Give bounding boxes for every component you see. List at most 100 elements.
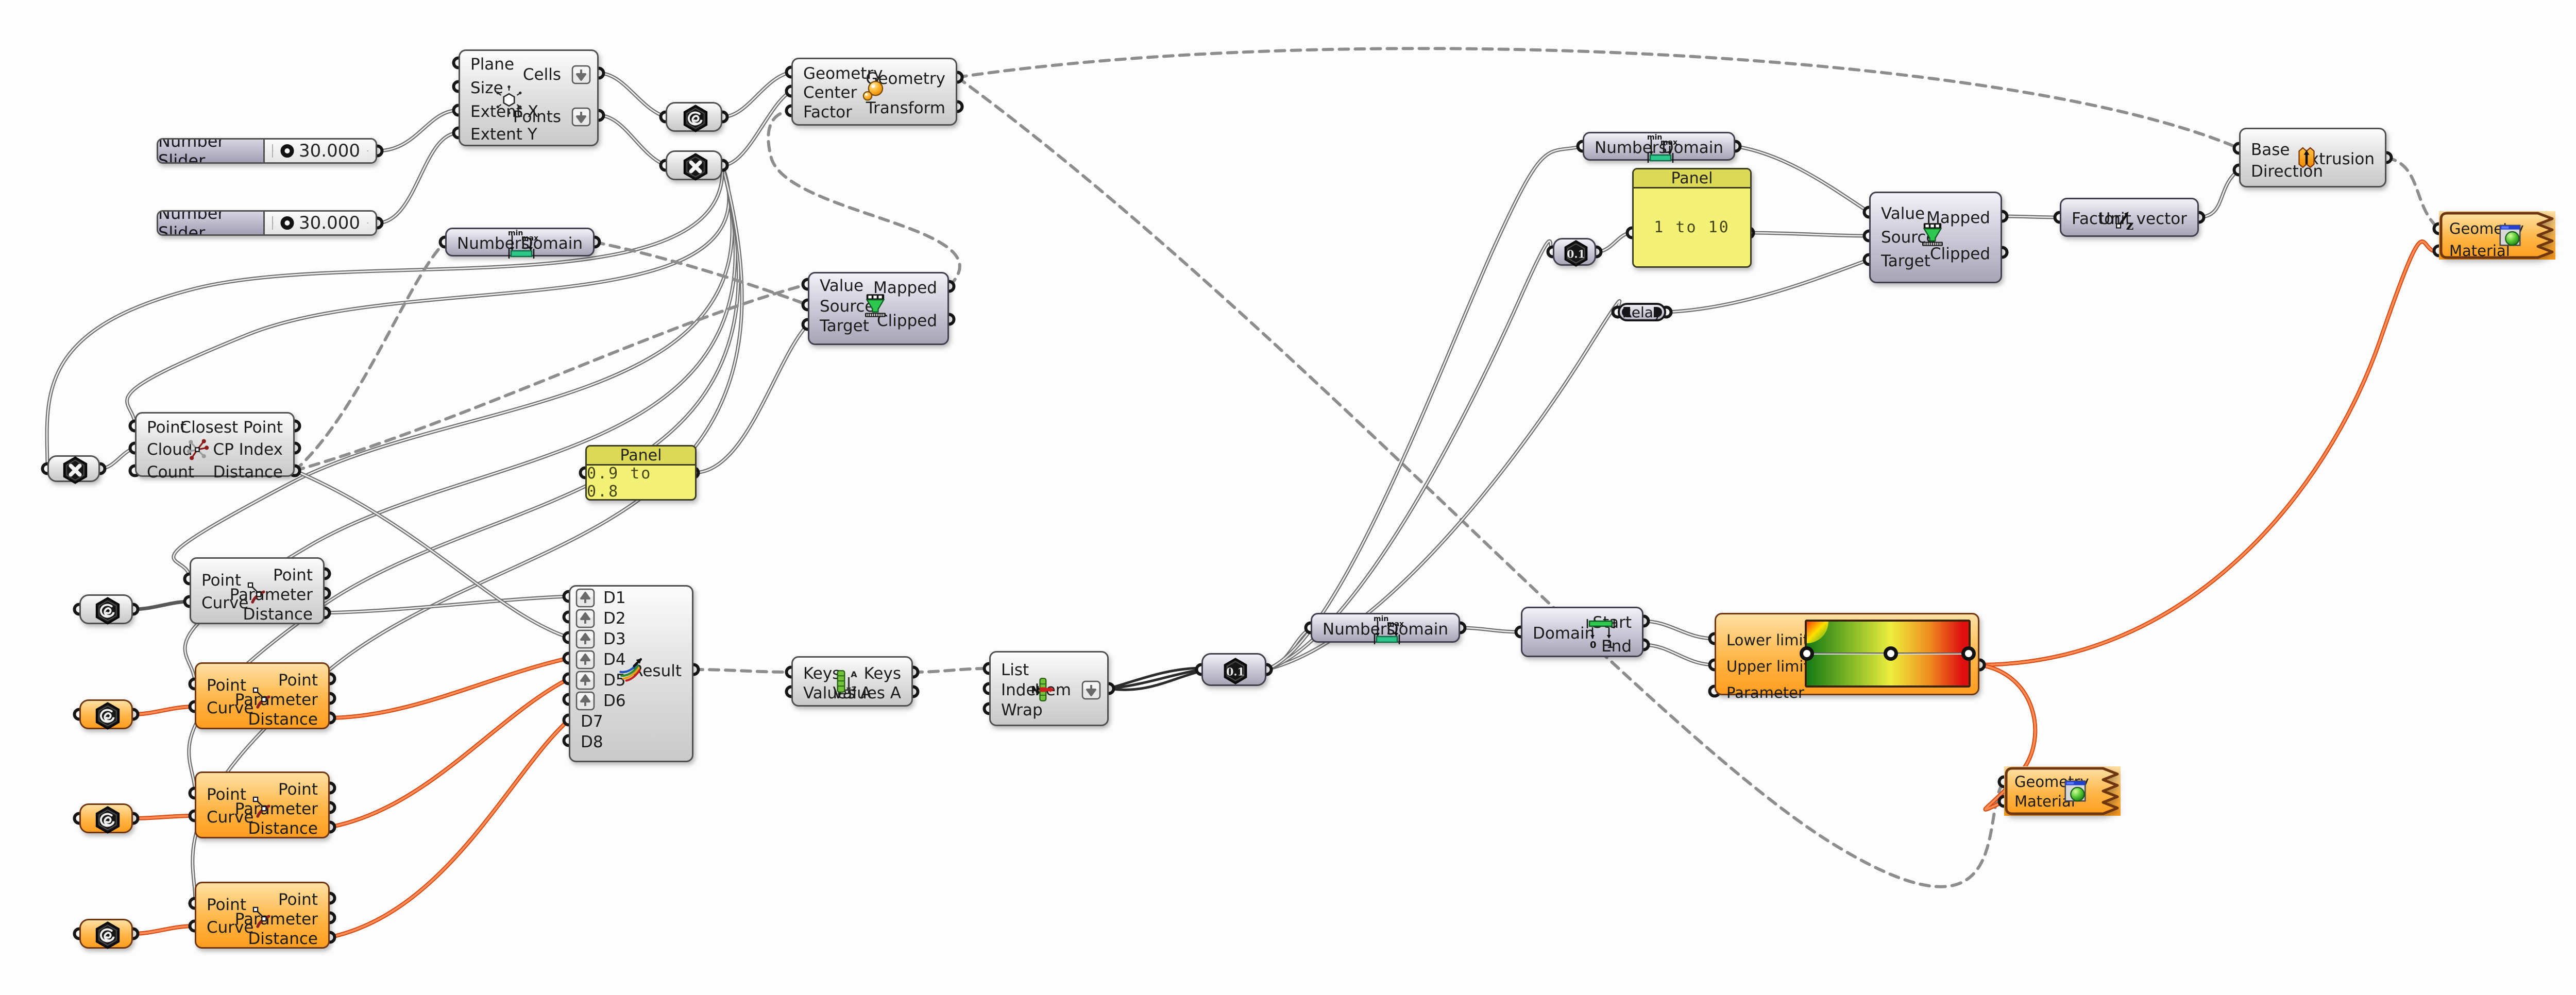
wire-deconstruct-domain-end-to-gradient-upper-limit[interactable]: [1642, 644, 1716, 666]
up-arrow-badge[interactable]: [575, 671, 595, 690]
wire-bounds-1-domain-to-remap-1-source[interactable]: [593, 241, 809, 306]
wire-list-item-item-to-multiplier-1-input[interactable]: [1107, 668, 1203, 690]
wire-graft-1-output-to-curve-cp-1-curve[interactable]: [131, 599, 192, 611]
component-deconstruct-domain[interactable]: DomainStartEnd 0 1: [1521, 607, 1643, 657]
wire-curve-cp-1-distance-to-merge-d1[interactable]: [324, 595, 570, 614]
component-graft-1[interactable]: [79, 594, 133, 625]
wire-list-item-item-to-multiplier-1-input[interactable]: [1107, 670, 1203, 691]
wire-closest-points-distance-to-remap-1-value[interactable]: [293, 283, 809, 472]
wire-panel-large-output-to-remap-2-source[interactable]: [1748, 232, 1870, 237]
component-relay[interactable]: Relay: [1618, 303, 1666, 321]
wire-merge-result-to-sort-list-keys[interactable]: [692, 668, 793, 674]
slider-grip[interactable]: 30.000: [273, 213, 367, 233]
wire-flatten-points-output-to-curve-cp-2-point[interactable]: [184, 164, 736, 685]
wire-gradient-output-to-preview-1-material[interactable]: [1978, 241, 2440, 666]
component-graft-cells[interactable]: [666, 102, 722, 132]
wire-grid-points-to-flatten-points-input[interactable]: [598, 114, 667, 166]
wire-curve-cp-2-distance-to-merge-d4[interactable]: [329, 657, 570, 719]
gradient-display[interactable]: [1800, 620, 1976, 688]
wire-flatten-points-output-to-curve-cp-3-point[interactable]: [188, 164, 739, 794]
slider-grip[interactable]: 30.000: [273, 141, 367, 161]
component-flatten-cloud[interactable]: [47, 455, 100, 484]
component-multiplier-1[interactable]: 0.1: [1201, 653, 1266, 686]
wire-slider-2-output-to-grid-extent-y[interactable]: [376, 132, 460, 224]
component-graft-3[interactable]: [79, 803, 133, 834]
slider-track[interactable]: 30.000: [265, 212, 376, 234]
wire-multiplier-1-output-to-bounds-3-numbers[interactable]: [1265, 145, 1584, 671]
up-arrow-badge[interactable]: [575, 650, 595, 670]
wire-curve-cp-3-distance-to-merge-d5[interactable]: [329, 678, 570, 828]
component-graft-2[interactable]: [79, 699, 133, 730]
gradient-grip-2[interactable]: [1961, 646, 1976, 661]
wire-graft-3-output-to-curve-cp-3-curve[interactable]: [132, 815, 196, 819]
wire-slider-1-output-to-grid-extent-x[interactable]: [376, 109, 460, 152]
gradient-grip-1[interactable]: [1884, 646, 1899, 661]
component-graft-4[interactable]: [79, 919, 133, 949]
slider-track[interactable]: 30.000: [265, 140, 376, 162]
wire-bounds-2-domain-to-deconstruct-domain-domain[interactable]: [1459, 627, 1522, 633]
wire-graft-2-output-to-curve-cp-2-curve[interactable]: [132, 706, 196, 715]
gradient-grip-0[interactable]: [1800, 646, 1814, 661]
slider-knob[interactable]: [280, 216, 294, 230]
up-arrow-badge[interactable]: [575, 629, 595, 649]
wire-deconstruct-domain-start-to-gradient-lower-limit[interactable]: [1642, 620, 1716, 640]
wire-graft-cells-output-to-scale-geometry[interactable]: [721, 71, 792, 118]
wire-panel-small-output-to-remap-1-target[interactable]: [692, 323, 809, 474]
wire-curve-cp-4-distance-to-merge-d7[interactable]: [329, 719, 570, 938]
wire-scale-geometry-to-preview-2-geometry[interactable]: [956, 76, 2006, 888]
wire-graft-4-output-to-curve-cp-4-curve[interactable]: [132, 925, 196, 935]
up-arrow-badge[interactable]: [575, 588, 595, 608]
wire-flatten-points-output-to-closest-points-point[interactable]: [126, 164, 730, 427]
wire-scale-geometry-to-extrude-base[interactable]: [956, 47, 2241, 150]
up-arrow-badge[interactable]: [575, 609, 595, 628]
wire-remap-1-mapped-to-scale-factor[interactable]: [767, 109, 961, 288]
wire-flatten-points-output-to-curve-cp-1-point[interactable]: [173, 164, 733, 580]
wire-closest-points-distance-to-merge-d3[interactable]: [294, 470, 570, 639]
wire-grid-cells-to-graft-cells-input[interactable]: [598, 72, 667, 118]
wire-multiplier-1-output-to-multiplier-2-input[interactable]: [1265, 240, 1554, 671]
slider-knob[interactable]: [280, 144, 294, 158]
wire-list-item-item-to-multiplier-1-input[interactable]: [1107, 666, 1203, 690]
down-arrow-badge[interactable]: [571, 65, 591, 84]
wire-remap-2-mapped-to-unit-z-factor[interactable]: [2001, 215, 2061, 218]
wire-unit-z-unit-vector-to-extrude-direction[interactable]: [2198, 169, 2240, 218]
wire-closest-points-distance-to-bounds-1-numbers[interactable]: [293, 241, 447, 472]
wire-flatten-points-output-to-flatten-cloud-input[interactable]: [46, 164, 723, 470]
port-label-d3: D3: [603, 630, 626, 648]
component-flatten-points[interactable]: [666, 150, 722, 181]
wire-sort-list-keys-to-list-item-list[interactable]: [911, 667, 991, 674]
down-arrow-badge[interactable]: [1081, 680, 1101, 700]
wire-flatten-points-output-to-scale-center[interactable]: [721, 90, 792, 166]
up-arrow-badge[interactable]: [575, 691, 595, 711]
down-arrow-badge[interactable]: [571, 107, 591, 127]
wire-relay-output-to-remap-2-target[interactable]: [1665, 259, 1870, 313]
wire-bounds-3-domain-to-remap-2-value[interactable]: [1734, 145, 1870, 213]
port-label-parameter: Parameter: [229, 586, 313, 604]
wire-extrude-extrusion-to-preview-1-geometry[interactable]: [2385, 156, 2441, 230]
component-multiplier-2[interactable]: 0.1: [1553, 238, 1596, 267]
